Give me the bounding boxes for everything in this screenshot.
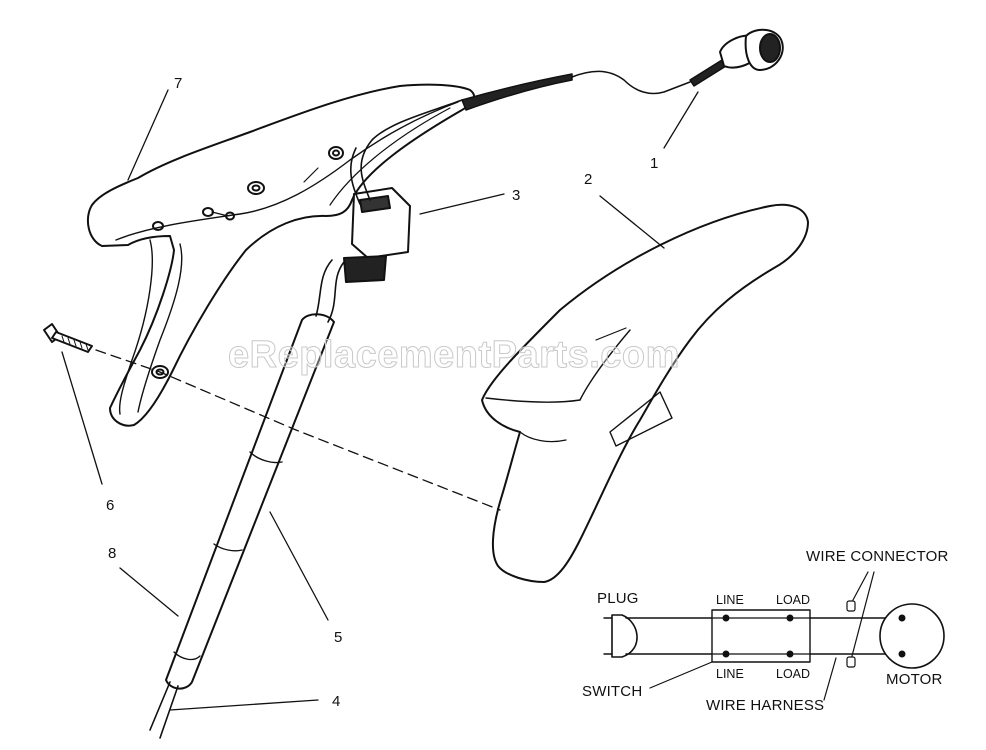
switch-part	[343, 99, 463, 283]
callout-7: 7	[174, 75, 183, 92]
label-line-bottom: LINE	[716, 667, 744, 681]
motor-tube	[149, 259, 345, 739]
power-cord	[461, 59, 727, 111]
right-handle-half	[481, 203, 809, 583]
label-load-bottom: LOAD	[776, 667, 811, 681]
callout-8: 8	[108, 545, 117, 562]
left-handle-half	[86, 83, 476, 427]
label-switch: SWITCH	[582, 683, 643, 700]
wiring-schematic	[603, 571, 945, 701]
callout-6: 6	[106, 497, 115, 514]
label-load-top: LOAD	[776, 593, 811, 607]
label-wire-harness: WIRE HARNESS	[706, 697, 825, 714]
callout-3: 3	[512, 187, 521, 204]
screw	[43, 323, 93, 353]
callout-5: 5	[334, 629, 343, 646]
label-line-top: LINE	[716, 593, 744, 607]
leader-lines	[61, 89, 699, 711]
assembly-line	[95, 349, 501, 511]
callout-2: 2	[584, 171, 593, 188]
callout-4: 4	[332, 693, 341, 710]
callout-1: 1	[650, 155, 659, 172]
watermark: eReplacementParts.com	[228, 334, 680, 377]
plug-connector	[719, 28, 784, 71]
label-wire-connector: WIRE CONNECTOR	[806, 548, 949, 565]
label-motor: MOTOR	[886, 671, 943, 688]
label-plug: PLUG	[597, 590, 639, 607]
